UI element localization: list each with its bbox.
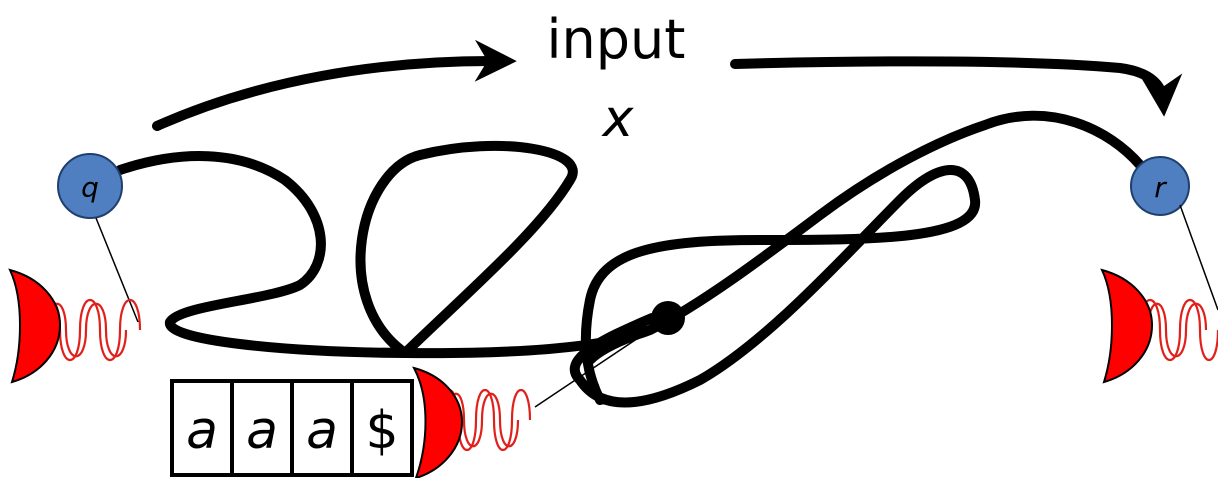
end-spring-clamp-icon: [1102, 270, 1218, 382]
end-connector-line: [1180, 205, 1218, 310]
tape: a a a $: [172, 381, 412, 475]
tape-symbol: $: [365, 401, 398, 461]
tape-symbol: a: [186, 401, 218, 461]
head-spring-clamp-icon: [414, 368, 530, 478]
computation-path: [120, 116, 1140, 403]
input-arrow-left: [157, 61, 500, 126]
end-state-label: r: [1154, 171, 1167, 204]
start-spring-clamp-icon: [10, 270, 140, 382]
tape-symbol: a: [306, 401, 338, 461]
input-arrow-right: [735, 61, 1163, 100]
input-x-label: x: [601, 89, 635, 149]
start-state: q: [58, 154, 122, 218]
start-connector-line: [96, 218, 138, 322]
input-label: input: [547, 8, 686, 71]
start-state-label: q: [81, 171, 99, 204]
tape-symbol: a: [246, 401, 278, 461]
